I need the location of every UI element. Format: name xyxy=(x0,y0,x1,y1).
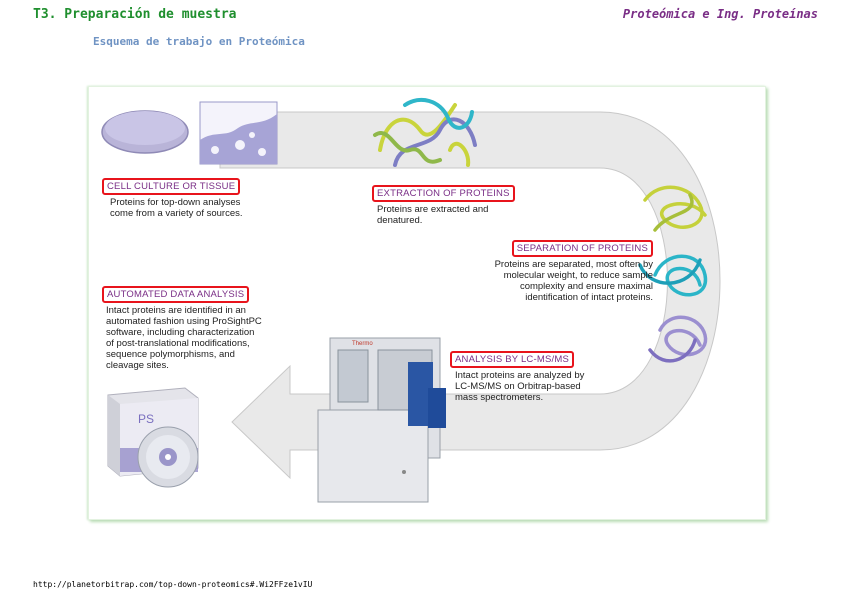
source-url: http://planetorbitrap.com/top-down-prote… xyxy=(33,580,313,589)
step-lcms-analysis: ANALYSIS BY LC-MS/MS Intact proteins are… xyxy=(450,349,584,403)
step-description: Intact proteins are analyzed by LC-MS/MS… xyxy=(455,370,585,403)
step-extraction: EXTRACTION OF PROTEINS Proteins are extr… xyxy=(372,183,515,226)
page-subtitle: Esquema de trabajo en Proteómica xyxy=(93,35,305,48)
page-title: T3. Preparación de muestra xyxy=(33,7,237,22)
mass-spectrometer-icon xyxy=(317,337,446,503)
step-description: Proteins for top-down analyses come from… xyxy=(110,197,243,219)
protein-cluster-icon xyxy=(373,97,477,167)
cd-disc-icon xyxy=(137,426,199,488)
petri-dish-icon xyxy=(101,110,189,154)
instrument-brand-label: Thermo xyxy=(352,341,373,347)
step-label: AUTOMATED DATA ANALYSIS xyxy=(102,286,250,303)
step-label: SEPARATION OF PROTEINS xyxy=(511,240,653,257)
step-separation: SEPARATION OF PROTEINS Proteins are sepa… xyxy=(455,238,653,303)
step-data-analysis: AUTOMATED DATA ANALYSIS Intact proteins … xyxy=(102,284,262,371)
step-description: Intact proteins are identified in an aut… xyxy=(106,305,262,371)
step-description: Proteins are extracted and denatured. xyxy=(377,204,489,226)
step-label: CELL CULTURE OR TISSUE xyxy=(102,178,241,195)
step-description: Proteins are separated, most often by mo… xyxy=(494,259,653,303)
course-title: Proteómica e Ing. Proteínas xyxy=(622,7,818,21)
step-cell-culture: CELL CULTURE OR TISSUE Proteins for top-… xyxy=(102,176,243,219)
software-box-label: PS xyxy=(138,412,154,426)
step-label: EXTRACTION OF PROTEINS xyxy=(372,185,515,202)
tissue-slice-icon xyxy=(199,101,278,165)
step-label: ANALYSIS BY LC-MS/MS xyxy=(450,351,574,368)
separated-protein-clusters-icon xyxy=(638,185,708,363)
